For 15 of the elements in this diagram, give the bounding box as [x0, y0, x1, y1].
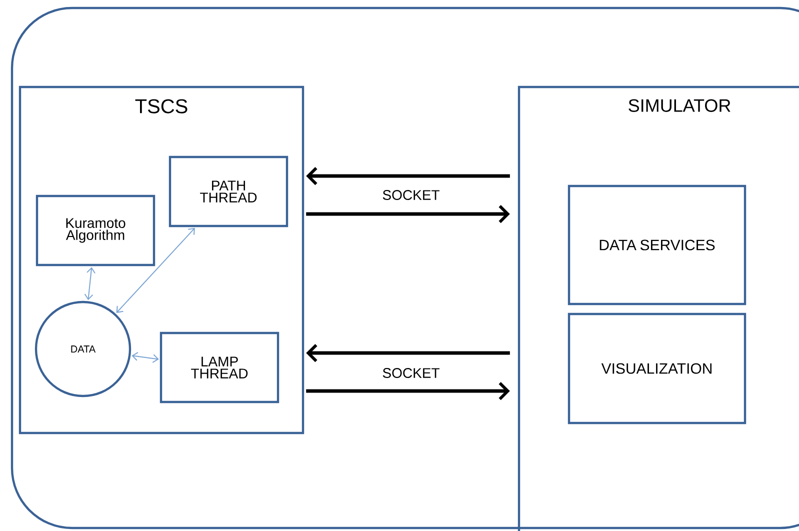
process-box: VISUALIZATION	[568, 312, 746, 424]
arrow	[306, 382, 510, 400]
process-box: PATH THREAD	[168, 156, 288, 228]
outer-frame	[10, 6, 799, 530]
process-box: LAMP THREAD	[160, 332, 280, 404]
edge-label: SOCKET	[381, 189, 441, 201]
process-box: DATA SERVICES	[568, 184, 746, 306]
arrow	[306, 166, 510, 186]
process-box: Kuramoto Algorithm	[36, 194, 156, 266]
arrow	[84, 267, 96, 300]
arrow	[306, 344, 510, 362]
arrow	[116, 228, 195, 313]
arrow	[132, 352, 159, 363]
arrow	[306, 204, 510, 224]
edge-label: SOCKET	[381, 367, 441, 379]
